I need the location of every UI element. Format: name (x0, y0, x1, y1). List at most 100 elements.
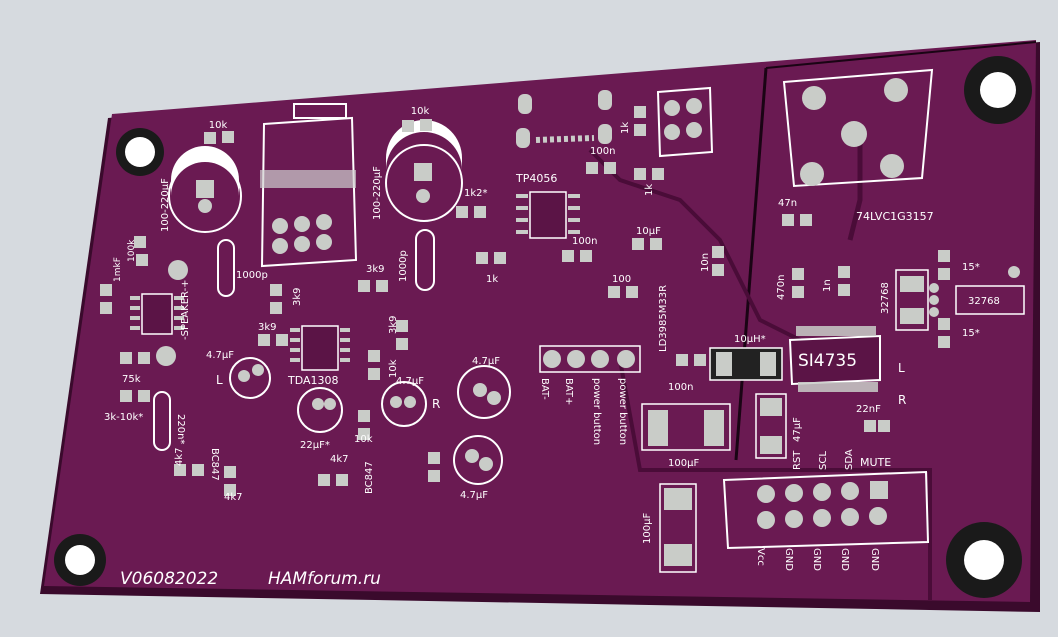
label: Vcc (755, 548, 766, 566)
electrolytic-cap-left (168, 146, 242, 233)
label: 1k (644, 184, 655, 196)
label: 3k9 (366, 264, 385, 275)
label: BAT- (539, 378, 550, 400)
label: 10µH* (734, 334, 766, 345)
silkscreen: 10k 10k 100-220µF 100-220µF 100k 1mkF -S… (104, 106, 1000, 589)
label: TP4056 (515, 172, 557, 185)
label: 100-220µF (372, 166, 383, 220)
speaker-pad-a (168, 260, 188, 280)
label: TDA1308 (287, 374, 339, 387)
label: 100-220µF (160, 178, 171, 232)
label: 4.7µF (472, 356, 500, 367)
mounting-hole (54, 534, 106, 586)
label: 100k (127, 239, 137, 262)
label: 4.7µF (396, 376, 424, 387)
label: 3k-10k* (104, 412, 143, 423)
label: R (432, 397, 440, 411)
cap-4.7u-b (381, 381, 427, 427)
chip-tda1308 (290, 325, 350, 371)
label: MUTE (860, 456, 891, 469)
label: 10k (209, 120, 228, 131)
label: 10k (354, 434, 373, 445)
label: 100n (668, 382, 693, 393)
label: 1k (486, 274, 498, 285)
chip-tp4056 (516, 191, 580, 239)
label: 22µF* (300, 440, 330, 451)
smd-pads (100, 106, 950, 496)
label: GND (869, 548, 880, 571)
label: L (216, 373, 223, 387)
label: BC847 (209, 448, 220, 481)
label: 1n (822, 279, 833, 292)
trace-group-3 (847, 140, 863, 241)
label: 1k2* (464, 188, 488, 199)
label: SCL (818, 451, 829, 470)
label: 100 (612, 274, 631, 285)
label: 32768 (968, 296, 1000, 307)
label: 15* (962, 328, 980, 339)
label: 100µF (668, 458, 699, 469)
label: 4.7µF (206, 350, 234, 361)
pin-header-2x5 (722, 470, 930, 550)
label: 10µF (636, 226, 661, 237)
label: 3k9 (292, 287, 303, 306)
label: 74LVC1G3157 (856, 210, 934, 223)
label: BC847 (364, 461, 375, 494)
label: 1k (620, 122, 631, 134)
label: 75k (122, 374, 141, 385)
label: 4k7 (330, 454, 349, 465)
label: 3k9 (258, 322, 277, 333)
footer-site: HAMforum.ru (268, 569, 381, 589)
tantalum-cap-47u (755, 393, 787, 459)
label: 220n* (175, 414, 186, 444)
label: 4k7 (174, 447, 185, 466)
label: L (898, 361, 905, 375)
cap-220n (153, 391, 171, 451)
label: 10k (411, 106, 430, 117)
label: SDA (844, 449, 855, 470)
label: RST (792, 450, 803, 470)
label: 1000p (236, 270, 268, 281)
inductor (709, 347, 783, 381)
label: 470n (776, 275, 787, 300)
label: 32768 (880, 282, 891, 314)
chip-ns8002 (130, 293, 184, 335)
label: GND (839, 548, 850, 571)
audio-jack-footprint (260, 103, 358, 268)
cap-4.7u-d (453, 435, 503, 485)
pin-header-1x4 (539, 345, 641, 373)
label: 10n (700, 253, 711, 272)
label: GND (783, 548, 794, 571)
mounting-hole (964, 56, 1032, 124)
label: 3k9 (388, 315, 399, 334)
label: GND (811, 548, 822, 571)
label: R (898, 393, 906, 407)
label: 47n (778, 198, 797, 209)
tantalum-cap-100u (641, 403, 731, 451)
trace-group (618, 359, 932, 600)
antenna-connector (782, 68, 934, 188)
label: 4.7µF (460, 490, 488, 501)
label: 1mkF (113, 257, 123, 282)
cap-1000p-b (415, 229, 435, 291)
cap-22u (297, 387, 343, 433)
mounting-hole (116, 128, 164, 176)
tantalum-cap-100u-b (659, 483, 697, 573)
label: LD3985M33R (658, 285, 669, 352)
label: -SPEAKER-+ (180, 279, 191, 340)
pin-header-2x2 (656, 86, 714, 158)
label: 100n (590, 146, 615, 157)
mounting-hole (946, 522, 1022, 598)
label: power button (617, 378, 628, 445)
label: 4k7 (224, 492, 243, 503)
label: 100n (572, 236, 597, 247)
label: SI4735 (798, 351, 857, 371)
ground-split-line (734, 67, 768, 461)
label: BAT+ (563, 378, 574, 405)
label: 1000p (398, 250, 409, 282)
cap-4.7u-c (457, 365, 511, 419)
label: 10k (388, 359, 399, 378)
label: power button (591, 378, 602, 445)
footer-version: V06082022 (120, 569, 218, 589)
